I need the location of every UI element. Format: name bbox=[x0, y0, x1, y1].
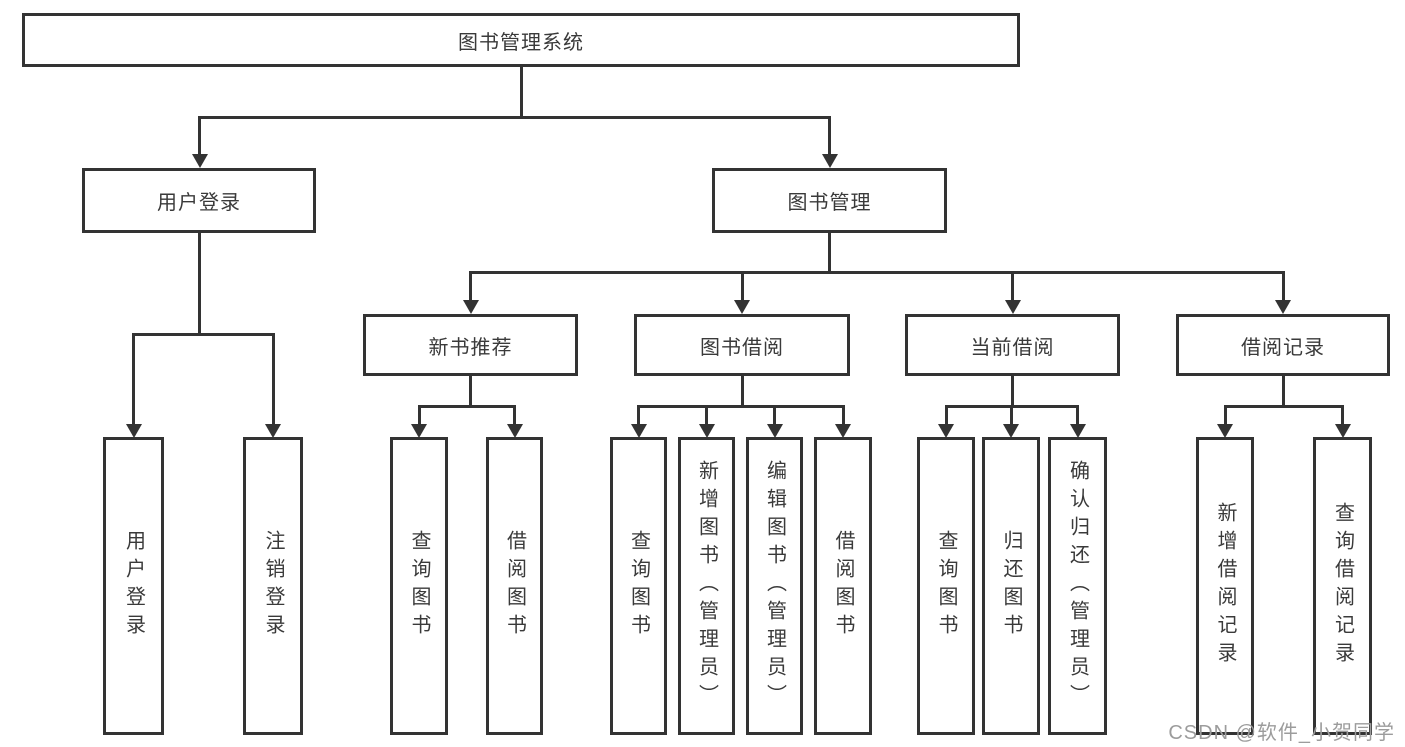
leaf-return-books: 归还图书 bbox=[982, 437, 1040, 735]
arrowhead-icon bbox=[1217, 424, 1233, 438]
leaf-add-books-admin: 新增图书（管理员） bbox=[678, 437, 735, 735]
connector-line bbox=[513, 406, 516, 428]
connector-line bbox=[519, 67, 523, 119]
arrowhead-icon bbox=[821, 154, 838, 168]
node-label: 新书推荐 bbox=[428, 336, 513, 359]
node-label: 用户登录 bbox=[157, 192, 241, 214]
arrowhead-icon bbox=[191, 154, 208, 168]
arrowhead-icon bbox=[462, 300, 479, 314]
leaf-query-books-borrow: 查询图书 bbox=[610, 437, 667, 735]
arrowhead-icon bbox=[938, 424, 954, 438]
node-library-management-system: 图书管理系统 bbox=[22, 13, 1020, 67]
connector-line bbox=[132, 334, 135, 428]
arrowhead-icon bbox=[766, 424, 783, 438]
connector-line bbox=[841, 406, 845, 428]
node-book-management: 图书管理 bbox=[712, 168, 947, 233]
leaf-label: 查询借阅记录 bbox=[1331, 502, 1354, 670]
watermark-text: CSDN @软件_小贺同学 bbox=[1168, 722, 1395, 744]
node-label: 图书管理系统 bbox=[458, 31, 584, 54]
node-borrow-records: 借阅记录 bbox=[1176, 314, 1390, 376]
node-label: 图书借阅 bbox=[700, 336, 784, 359]
leaf-label: 用户登录 bbox=[122, 530, 145, 642]
node-label: 借阅记录 bbox=[1241, 336, 1325, 359]
leaf-user-login: 用户登录 bbox=[103, 437, 164, 735]
connector-line bbox=[1011, 272, 1014, 304]
leaf-label: 确认归还（管理员） bbox=[1066, 460, 1089, 712]
arrowhead-icon bbox=[734, 300, 750, 314]
connector-line bbox=[198, 115, 831, 119]
connector-line bbox=[417, 406, 421, 428]
connector-line bbox=[944, 406, 948, 428]
arrowhead-icon bbox=[1004, 300, 1021, 314]
connector-line bbox=[1011, 376, 1014, 408]
connector-line bbox=[705, 406, 708, 428]
connector-line bbox=[469, 270, 1285, 274]
connector-line bbox=[469, 376, 472, 408]
connector-line bbox=[828, 233, 831, 274]
leaf-label: 归还图书 bbox=[1000, 530, 1022, 642]
arrowhead-icon bbox=[1275, 300, 1291, 314]
arrowhead-icon bbox=[411, 424, 427, 438]
node-label: 图书管理 bbox=[787, 192, 872, 214]
leaf-query-books-recommend: 查询图书 bbox=[390, 437, 448, 735]
node-new-book-recommend: 新书推荐 bbox=[363, 314, 578, 376]
arrowhead-icon bbox=[1069, 424, 1086, 438]
leaf-label: 编辑图书（管理员） bbox=[763, 460, 786, 712]
arrowhead-icon bbox=[125, 424, 142, 438]
leaf-query-books-current: 查询图书 bbox=[917, 437, 975, 735]
leaf-label: 查询图书 bbox=[627, 530, 650, 642]
connector-line bbox=[1281, 376, 1285, 408]
connector-line bbox=[740, 376, 744, 408]
arrowhead-icon bbox=[265, 424, 281, 438]
connector-line bbox=[740, 272, 744, 304]
leaf-label: 查询图书 bbox=[935, 530, 957, 642]
connector-line bbox=[828, 117, 831, 158]
arrowhead-icon bbox=[1334, 424, 1351, 438]
leaf-logout: 注销登录 bbox=[243, 437, 303, 735]
connector-line bbox=[1223, 404, 1344, 408]
leaf-label: 新增借阅记录 bbox=[1214, 502, 1236, 670]
connector-line bbox=[198, 117, 201, 158]
node-user-login: 用户登录 bbox=[82, 168, 316, 233]
connector-line bbox=[417, 404, 516, 408]
node-label: 当前借阅 bbox=[970, 336, 1055, 359]
leaf-label: 新增图书（管理员） bbox=[695, 460, 718, 712]
node-current-borrow: 当前借阅 bbox=[905, 314, 1120, 376]
leaf-query-borrow-record: 查询借阅记录 bbox=[1313, 437, 1372, 735]
leaf-edit-books-admin: 编辑图书（管理员） bbox=[746, 437, 803, 735]
arrowhead-icon bbox=[506, 424, 523, 438]
connector-line bbox=[1281, 272, 1285, 304]
connector-line bbox=[637, 404, 845, 408]
connector-line bbox=[1009, 406, 1013, 428]
connector-line bbox=[271, 334, 275, 428]
leaf-label: 注销登录 bbox=[262, 530, 284, 642]
connector-line bbox=[637, 406, 640, 428]
connector-line bbox=[197, 233, 201, 336]
leaf-add-borrow-record: 新增借阅记录 bbox=[1196, 437, 1254, 735]
leaf-label: 借阅图书 bbox=[503, 530, 526, 642]
arrowhead-icon bbox=[1003, 424, 1019, 438]
leaf-borrow-books-recommend: 借阅图书 bbox=[486, 437, 543, 735]
arrowhead-icon bbox=[630, 424, 647, 438]
connector-line bbox=[1076, 406, 1079, 428]
leaf-borrow-books: 借阅图书 bbox=[814, 437, 872, 735]
connector-line bbox=[1341, 406, 1344, 428]
node-book-borrow: 图书借阅 bbox=[634, 314, 850, 376]
connector-line bbox=[773, 406, 776, 428]
connector-line bbox=[132, 332, 275, 336]
leaf-confirm-return-admin: 确认归还（管理员） bbox=[1048, 437, 1107, 735]
arrowhead-icon bbox=[698, 424, 715, 438]
connector-line bbox=[1223, 406, 1227, 428]
leaf-label: 查询图书 bbox=[408, 530, 430, 642]
arrowhead-icon bbox=[835, 424, 851, 438]
leaf-label: 借阅图书 bbox=[832, 530, 854, 642]
connector-line bbox=[469, 272, 472, 304]
